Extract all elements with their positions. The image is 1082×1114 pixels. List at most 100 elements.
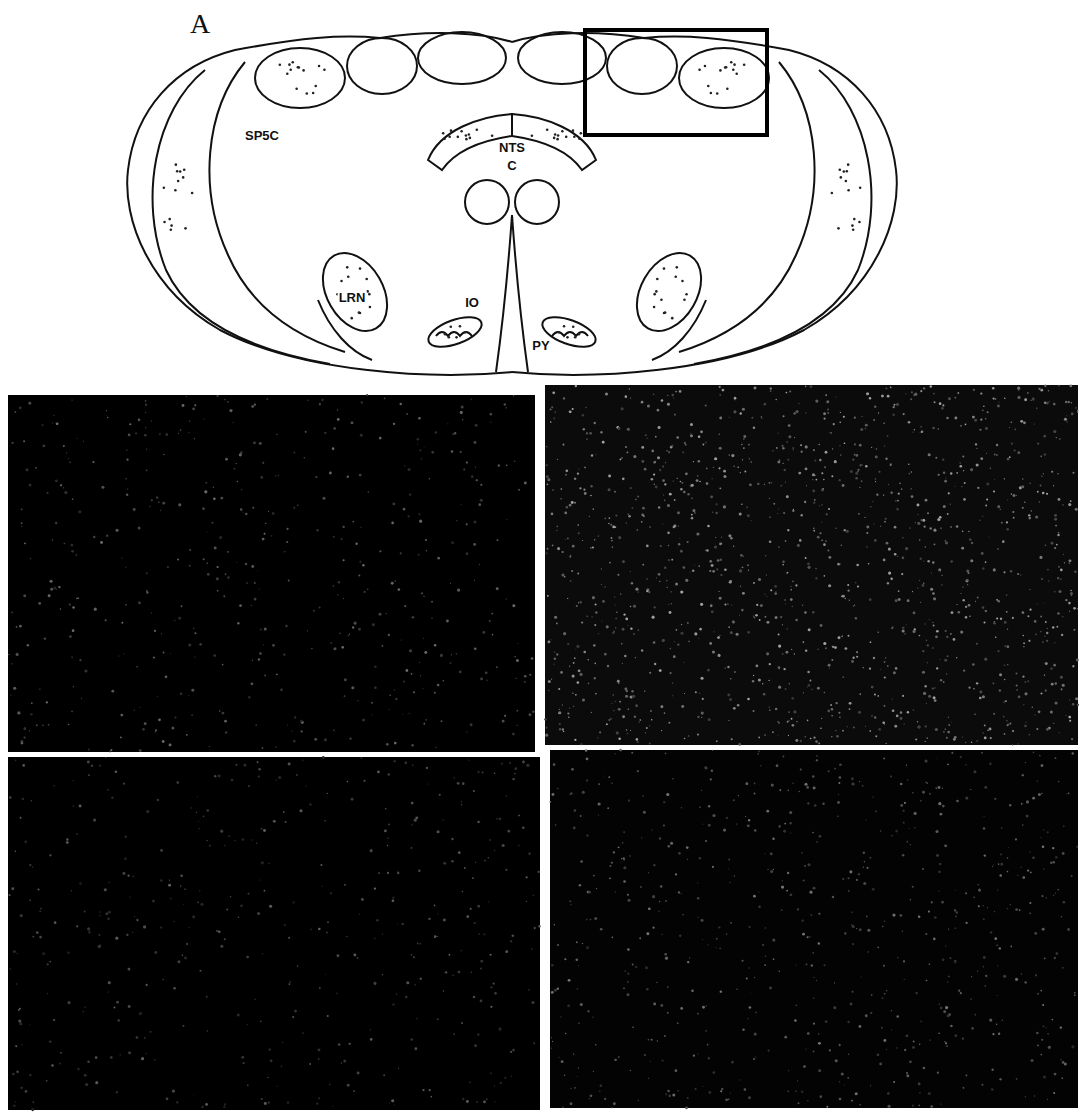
speck [581,621,583,623]
speck [895,500,896,501]
speck [1024,724,1027,727]
speck [882,721,885,724]
speck [858,711,861,714]
speck [956,525,959,528]
speck [293,451,295,453]
speck [617,574,619,576]
speck [960,631,963,634]
speck [923,387,925,389]
speck [287,725,288,726]
speck [1011,443,1013,445]
speck [751,417,753,419]
speck [932,561,934,563]
speck [470,723,473,726]
speck [254,404,256,406]
speck [225,458,228,461]
stipple-dot [443,138,446,141]
speck [963,599,965,601]
speck [236,463,237,464]
speck [646,545,649,548]
speck [909,473,911,475]
speck [864,517,865,518]
speck [996,455,997,456]
speck [17,711,20,714]
speck [790,589,792,591]
speck [1017,396,1020,399]
speck [950,633,952,635]
speck [863,667,864,668]
speck [680,481,681,482]
speck [808,628,811,631]
speck [568,716,569,717]
speck [570,555,572,557]
speck [722,389,725,392]
speck [999,673,1002,676]
speck [28,402,31,405]
speck [819,505,820,506]
speck [589,432,592,435]
speck [946,417,948,419]
speck [498,464,500,466]
speck [126,449,127,450]
speck [1004,733,1006,735]
speck [614,491,616,493]
speck [395,698,397,700]
stipple-dot [683,298,686,301]
speck [887,582,889,584]
speck [934,699,937,702]
speck [719,386,721,388]
speck [819,459,822,462]
speck [203,419,204,420]
speck [985,610,988,613]
speck [854,454,856,456]
speck [876,494,878,496]
speck [842,484,845,487]
speck [902,556,905,559]
speck [666,450,668,452]
speck [1016,684,1018,686]
speck [939,402,942,405]
speck [287,541,289,543]
stipple-dot [175,163,178,166]
speck [875,456,878,459]
speck [21,742,24,745]
speck [560,671,563,674]
speck [928,695,931,698]
speck [1043,473,1044,474]
speck [1070,592,1073,595]
speck [149,506,151,508]
speck [902,627,905,630]
speck [902,695,904,697]
speck [552,489,554,491]
speck [567,598,568,599]
speck [939,659,940,660]
speck [456,653,457,654]
speck [717,636,720,639]
speck [923,526,925,528]
speck [258,658,260,660]
speck [1058,566,1060,568]
speck [715,537,716,538]
speck [1060,688,1062,690]
speck [893,671,896,674]
speck [594,677,596,679]
speck [985,418,987,420]
speck [938,568,941,571]
speck [618,708,621,711]
speck [435,747,437,749]
speck [1035,515,1038,518]
speck [810,385,813,388]
speck [664,500,666,502]
speck [151,421,152,422]
speck [992,397,994,399]
speck [1004,645,1006,647]
speck [1031,510,1032,511]
speck [628,514,629,515]
stipple-dot [831,192,834,195]
speck [1040,631,1042,633]
speck [664,567,666,569]
speck [747,564,749,566]
stipple-dot [704,65,707,68]
speck [856,656,858,658]
speck [932,592,935,595]
